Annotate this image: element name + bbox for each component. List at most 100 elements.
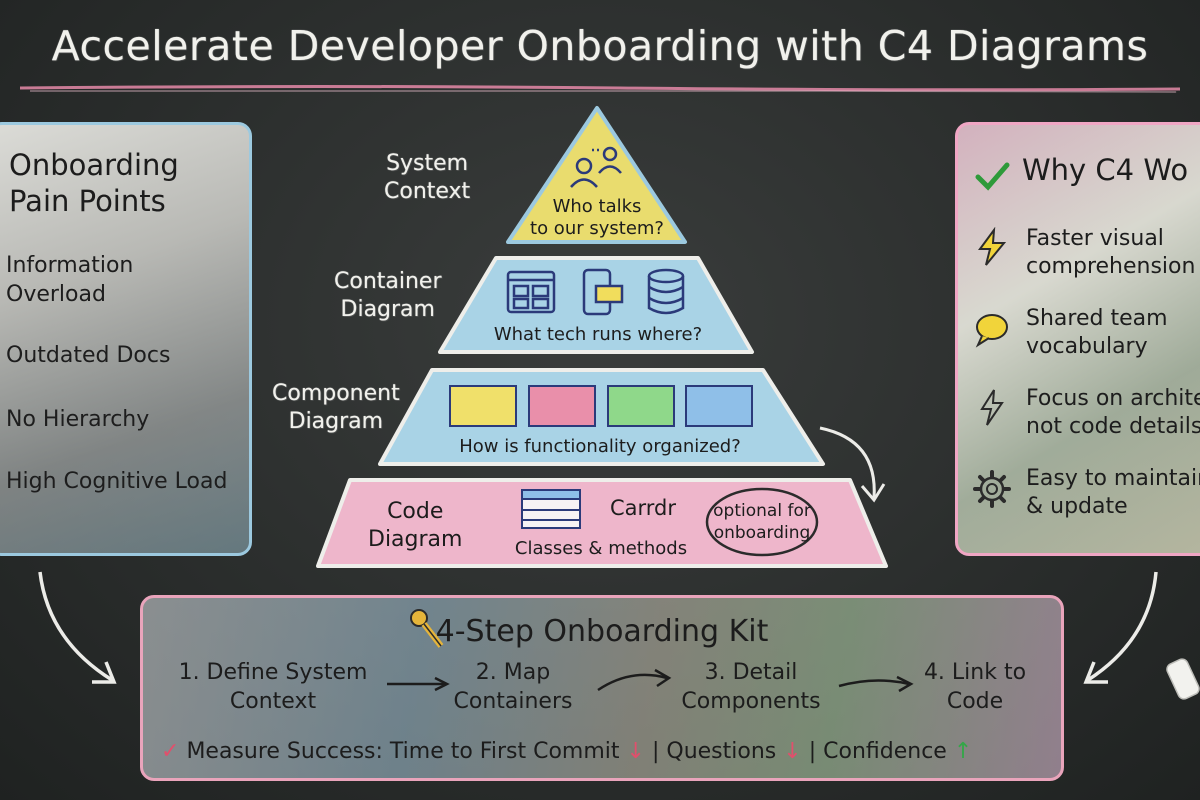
kit-title: 4-Step Onboarding Kit (435, 614, 769, 649)
optional-note-outline (705, 487, 819, 557)
why-item-line1: Easy to maintain (1026, 466, 1200, 491)
question-line1: Who talks (552, 196, 642, 217)
mobile-app-icon (582, 268, 624, 316)
title-underline (20, 85, 1180, 93)
pain-points-title: Onboarding Pain Points (9, 147, 239, 219)
checkmark-icon (975, 162, 1010, 191)
lightning-icon (978, 227, 1007, 266)
label-line1: System (386, 151, 469, 176)
step-define-context: 1. Define System Context (173, 658, 373, 716)
label-component-diagram: Component Diagram (272, 380, 400, 436)
down-arrow-icon: ↓ (783, 739, 802, 764)
note-line2: onboarding (713, 523, 811, 543)
check-icon: ✓ (161, 739, 180, 764)
curved-arrow (819, 426, 876, 499)
pyramid-level-code (316, 478, 888, 568)
why-item-line2: not code details (1026, 414, 1200, 439)
why-item-easy-maintain: Easy to maintain & update (1026, 465, 1200, 521)
step-link-code: 4. Link to Code (915, 658, 1035, 716)
questions-label: Questions (666, 739, 777, 764)
step-line2: Code (946, 689, 1004, 714)
component-boxes (449, 385, 753, 427)
arrow-icon (597, 673, 668, 692)
arrow-icon (838, 679, 910, 688)
gear-icon (973, 470, 1011, 508)
label-line2: Diagram (340, 297, 435, 322)
label-container-diagram: Container Diagram (334, 268, 442, 324)
label-line2: Diagram (368, 527, 463, 552)
label-system-context: System Context (384, 150, 470, 206)
step-map-containers: 2. Map Containers (443, 658, 583, 716)
pain-item-high-cognitive-load: High Cognitive Load (6, 467, 236, 496)
component-box-yellow (449, 385, 517, 427)
database-icon (647, 268, 685, 315)
question-container: What tech runs where? (493, 324, 703, 345)
question-system-context: Who talks to our system? (522, 196, 672, 240)
onboarding-kit-panel: 4-Step Onboarding Kit 1. Define System C… (140, 595, 1064, 781)
label-line1: Code (387, 499, 444, 524)
why-item-shared-vocabulary: Shared team vocabulary (1026, 305, 1200, 361)
step-line1: 3. Detail (704, 660, 798, 685)
confidence-label: Confidence (823, 739, 947, 764)
down-arrow-icon: ↓ (626, 739, 645, 764)
pain-points-title-line1: Onboarding (9, 148, 179, 182)
step-arrows (387, 668, 914, 693)
step-line1: 2. Map (475, 660, 551, 685)
page-title: Accelerate Developer Onboarding with C4 … (51, 22, 1149, 70)
pyramid-level-system-context (506, 106, 687, 244)
class-diagram-icon (521, 489, 581, 529)
step-line1: 1. Define System (178, 660, 368, 685)
measure-success-line: ✓ Measure Success: Time to First Commit … (161, 739, 1041, 764)
why-item-line1: Faster visual (1026, 226, 1164, 251)
separator: | (651, 739, 660, 764)
label-line2: Context (384, 179, 471, 204)
question-line2: to our system? (530, 218, 664, 239)
measure-label: Measure Success: Time to First Commit (186, 739, 620, 764)
speech-bubble-icon (975, 314, 1008, 348)
component-box-green (607, 385, 675, 427)
question-component: How is functionality organized? (459, 436, 741, 457)
why-item-line2: comprehension (1026, 254, 1196, 279)
label-line2: Diagram (288, 409, 384, 434)
bolt-outline-icon (980, 389, 1004, 426)
step-line2: Containers (453, 689, 573, 714)
why-item-line2: vocabulary (1026, 334, 1148, 359)
pain-points-title-line2: Pain Points (9, 184, 166, 218)
pain-item-line1: High Cognitive Load (6, 469, 228, 494)
browser-window-icon (506, 270, 556, 314)
optional-note: optional for onboarding (712, 500, 812, 544)
pain-item-line2: Overload (6, 282, 106, 307)
right-arrow (1087, 571, 1158, 682)
label-line1: Component (272, 381, 400, 406)
note-line1: optional for (713, 501, 811, 521)
pain-item-information-overload: Information Overload (6, 251, 236, 309)
component-box-blue (685, 385, 753, 427)
step-line2: Context (229, 689, 317, 714)
step-line1: 4. Link to (923, 660, 1027, 685)
pain-item-line1: Outdated Docs (6, 343, 171, 368)
code-extra-text: Carrdr (609, 496, 677, 520)
label-code-diagram: Code Diagram (368, 498, 462, 554)
pain-item-no-hierarchy: No Hierarchy (6, 405, 236, 434)
pain-points-panel: Onboarding Pain Points Information Overl… (0, 122, 252, 556)
pain-item-line1: Information (6, 253, 134, 278)
people-icon (570, 146, 622, 188)
why-item-line1: Focus on archite (1026, 386, 1200, 411)
why-item-line2: & update (1026, 494, 1128, 519)
key-icon (410, 609, 444, 648)
separator: | (808, 739, 817, 764)
step-detail-components: 3. Detail Components (671, 658, 831, 716)
why-c4-title: Why C4 Wo (1022, 153, 1189, 187)
up-arrow-icon: ↑ (953, 739, 973, 764)
component-box-pink (528, 385, 596, 427)
pain-item-line1: No Hierarchy (6, 407, 150, 432)
step-line2: Components (681, 689, 821, 714)
why-item-faster-visual: Faster visual comprehension (1026, 225, 1200, 281)
chalk-stick-icon (1166, 658, 1200, 700)
question-code: Classes & methods (514, 538, 688, 559)
pain-item-outdated-docs: Outdated Docs (6, 341, 236, 370)
why-c4-panel: Why C4 Wo Faster visual comprehension Sh… (955, 122, 1200, 556)
label-line1: Container (334, 269, 442, 294)
why-item-focus-architecture: Focus on archite not code details (1026, 385, 1200, 441)
